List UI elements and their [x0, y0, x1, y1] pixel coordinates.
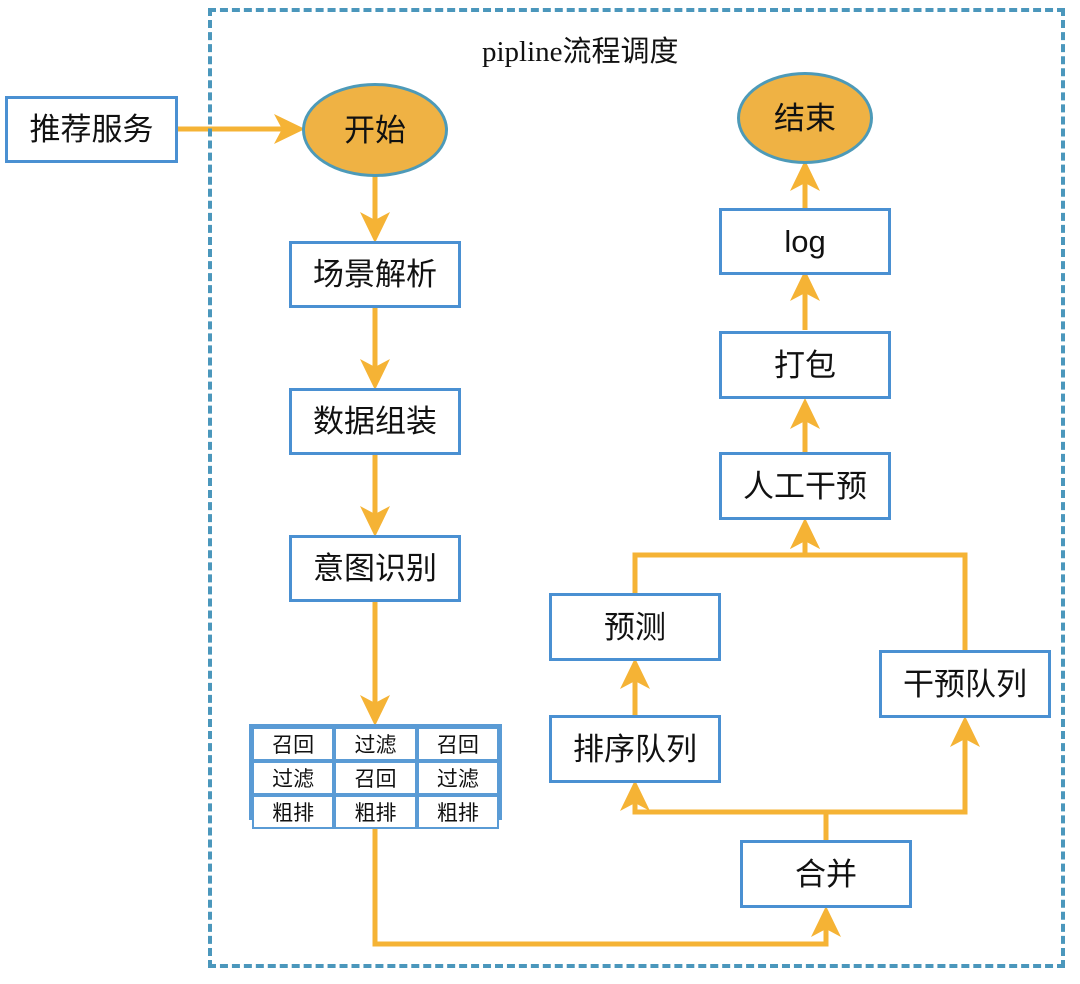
- node-label: 排序队列: [573, 731, 697, 767]
- grid-cell-label: 过滤: [272, 767, 315, 791]
- node-scene-parse[interactable]: 场景解析: [289, 241, 461, 308]
- grid-cell[interactable]: 粗排: [334, 795, 417, 829]
- node-data-assembly[interactable]: 数据组装: [289, 388, 461, 455]
- node-label: 结束: [774, 100, 836, 136]
- node-end[interactable]: 结束: [737, 72, 873, 164]
- grid-cell[interactable]: 过滤: [334, 727, 417, 761]
- node-predict[interactable]: 预测: [549, 593, 721, 661]
- grid-cell-label: 粗排: [436, 801, 479, 825]
- node-label: log: [784, 224, 826, 259]
- node-label: 开始: [344, 112, 406, 148]
- grid-cell-label: 召回: [272, 733, 315, 757]
- grid-cell[interactable]: 召回: [416, 727, 499, 761]
- node-merge[interactable]: 合并: [740, 840, 912, 908]
- pipeline-container: [208, 8, 1065, 968]
- node-label: 数据组装: [313, 404, 437, 439]
- grid-cell[interactable]: 召回: [334, 761, 417, 795]
- node-intent-recognition[interactable]: 意图识别: [289, 535, 461, 602]
- grid-cell[interactable]: 召回: [252, 727, 335, 761]
- node-label: 推荐服务: [29, 112, 154, 147]
- node-label: 预测: [604, 609, 666, 645]
- node-manual-intervention[interactable]: 人工干预: [719, 452, 891, 520]
- recall-filter-grid[interactable]: 召回 过滤 召回 过滤 召回 过滤 粗排 粗排 粗排: [249, 724, 502, 829]
- node-label: 打包: [774, 347, 836, 383]
- pipeline-title: pipline流程调度: [482, 36, 679, 68]
- grid-cell[interactable]: 过滤: [416, 761, 499, 795]
- node-sort-queue[interactable]: 排序队列: [549, 715, 721, 783]
- node-package[interactable]: 打包: [719, 331, 891, 399]
- node-recommendation-service[interactable]: 推荐服务: [5, 96, 178, 163]
- grid-cell[interactable]: 粗排: [252, 795, 335, 829]
- grid-cell[interactable]: 过滤: [252, 761, 335, 795]
- node-label: 人工干预: [743, 468, 867, 504]
- grid-cell[interactable]: 粗排: [416, 795, 499, 829]
- grid-cell-label: 过滤: [436, 767, 479, 791]
- node-start[interactable]: 开始: [302, 83, 448, 177]
- grid-cell-label: 粗排: [354, 801, 397, 825]
- grid-cell-label: 过滤: [354, 733, 397, 757]
- node-label: 合并: [795, 856, 857, 892]
- node-intervene-queue[interactable]: 干预队列: [879, 650, 1051, 718]
- grid-cell-label: 召回: [436, 733, 479, 757]
- node-label: 意图识别: [313, 551, 437, 586]
- node-label: 场景解析: [313, 257, 437, 292]
- node-label: 干预队列: [903, 666, 1027, 702]
- grid-cell-label: 召回: [354, 767, 397, 791]
- node-log[interactable]: log: [719, 208, 891, 275]
- grid-cell-label: 粗排: [272, 801, 315, 825]
